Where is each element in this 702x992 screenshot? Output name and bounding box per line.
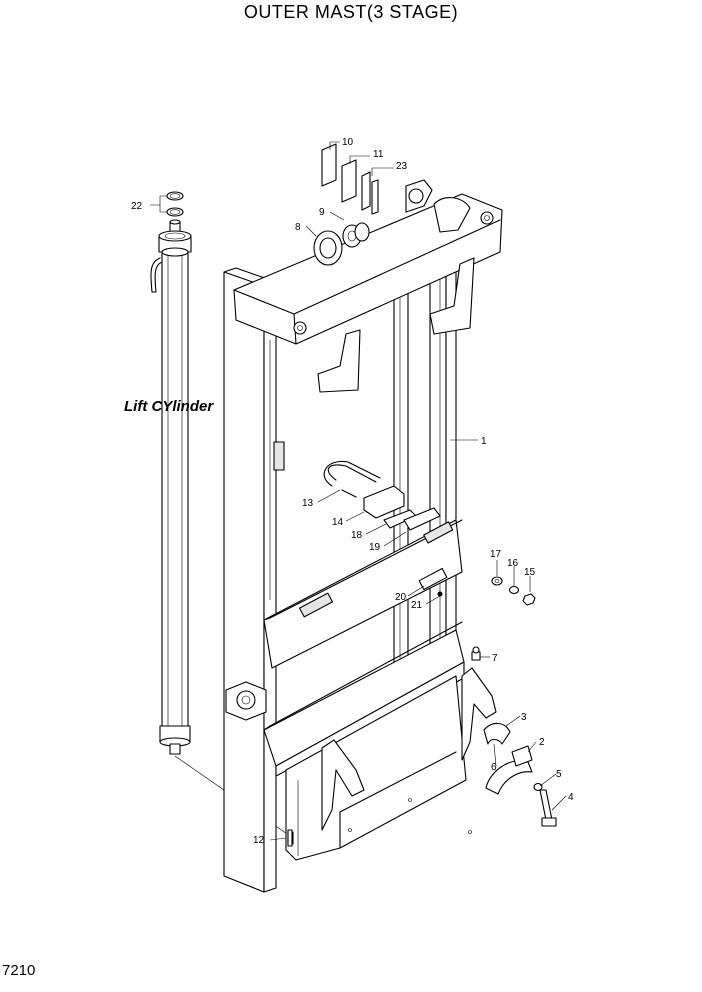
callout-7: 7 [492, 653, 498, 664]
callout-9: 9 [319, 207, 325, 218]
callout-4: 4 [568, 792, 574, 803]
callout-15: 15 [524, 567, 536, 578]
small-parts [287, 143, 557, 847]
callout-22: 22 [131, 201, 143, 212]
callout-2: 2 [539, 737, 545, 748]
callout-10: 10 [342, 137, 354, 148]
callout-5: 5 [556, 769, 562, 780]
callout-labels: 1 2 3 4 5 6 7 8 9 10 11 12 13 14 15 16 1… [131, 137, 574, 846]
callout-3: 3 [521, 712, 527, 723]
callout-16: 16 [507, 558, 519, 569]
outer-mast [223, 179, 503, 893]
page-number: 7210 [2, 962, 36, 979]
callout-20: 20 [395, 592, 407, 603]
lift-cylinder-label: Lift CYlinder [124, 398, 214, 415]
callout-17: 17 [490, 549, 502, 560]
lift-cylinder [150, 191, 192, 755]
callout-12: 12 [253, 835, 265, 846]
callout-8: 8 [295, 222, 301, 233]
callout-6: 6 [491, 762, 497, 773]
callout-19: 19 [369, 542, 381, 553]
callout-18: 18 [351, 530, 363, 541]
callout-11: 11 [373, 149, 384, 160]
callout-1: 1 [481, 436, 487, 447]
callout-13: 13 [302, 498, 314, 509]
page-title: OUTER MAST(3 STAGE) [243, 2, 459, 22]
leader-lines [150, 141, 567, 841]
callout-14: 14 [332, 517, 344, 528]
callout-21: 21 [411, 600, 423, 611]
callout-23: 23 [396, 161, 408, 172]
